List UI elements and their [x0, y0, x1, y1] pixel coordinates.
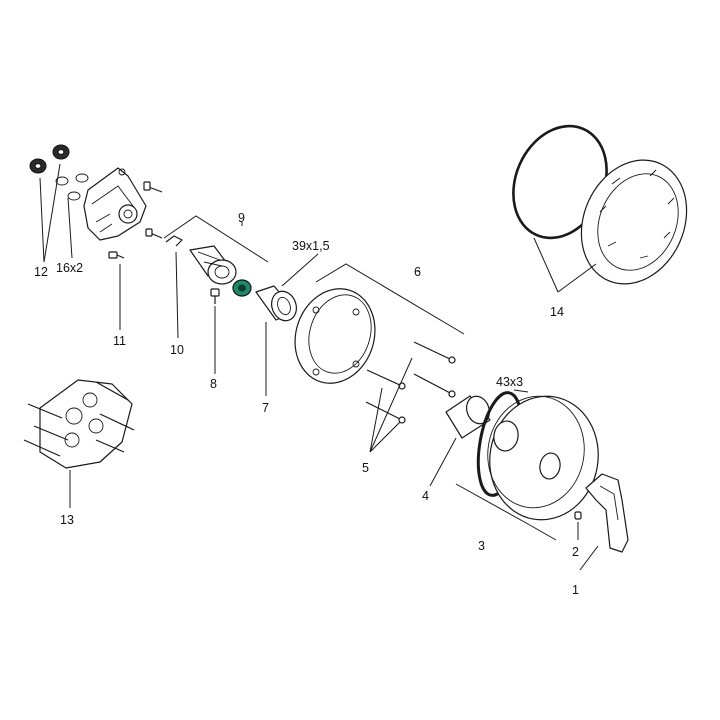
- part-3-trim-plate: [487, 395, 599, 521]
- valve-body: [83, 167, 147, 241]
- part-1-handle: [585, 473, 629, 553]
- part-16-orings: [55, 173, 89, 201]
- label-4: 4: [422, 489, 429, 503]
- part-7-sleeve: [255, 285, 297, 322]
- part-5-screws: [365, 341, 456, 424]
- label-8: 8: [210, 377, 217, 391]
- cartridge-green-insert: [232, 279, 252, 297]
- label-2: 2: [572, 545, 579, 559]
- label-39x15: 39x1,5: [292, 239, 330, 253]
- part-10-clip: [165, 235, 183, 247]
- part-14-extension: [512, 124, 688, 285]
- part-12-caps: [29, 144, 70, 174]
- label-5: 5: [362, 461, 369, 475]
- part-6-plate: [294, 288, 376, 384]
- label-1: 1: [572, 583, 579, 597]
- part-9-cartridge: [189, 245, 237, 285]
- label-6: 6: [414, 265, 421, 279]
- label-16x2: 16x2: [56, 261, 83, 275]
- label-13: 13: [60, 513, 74, 527]
- label-12: 12: [34, 265, 48, 279]
- label-9: 9: [238, 211, 245, 225]
- part-8-screw: [210, 288, 220, 304]
- label-10: 10: [170, 343, 184, 357]
- part-11-screw: [108, 251, 125, 259]
- label-7: 7: [262, 401, 269, 415]
- screws-body: [143, 181, 163, 239]
- part-2-setscrew: [574, 511, 582, 520]
- leader-lines: [39, 163, 599, 571]
- label-3: 3: [478, 539, 485, 553]
- part-4-sleeve: [445, 395, 491, 439]
- label-43x3: 43x3: [496, 375, 523, 389]
- label-11: 11: [113, 334, 126, 348]
- part-13-plaster-guard: [23, 379, 135, 469]
- label-14: 14: [550, 305, 564, 319]
